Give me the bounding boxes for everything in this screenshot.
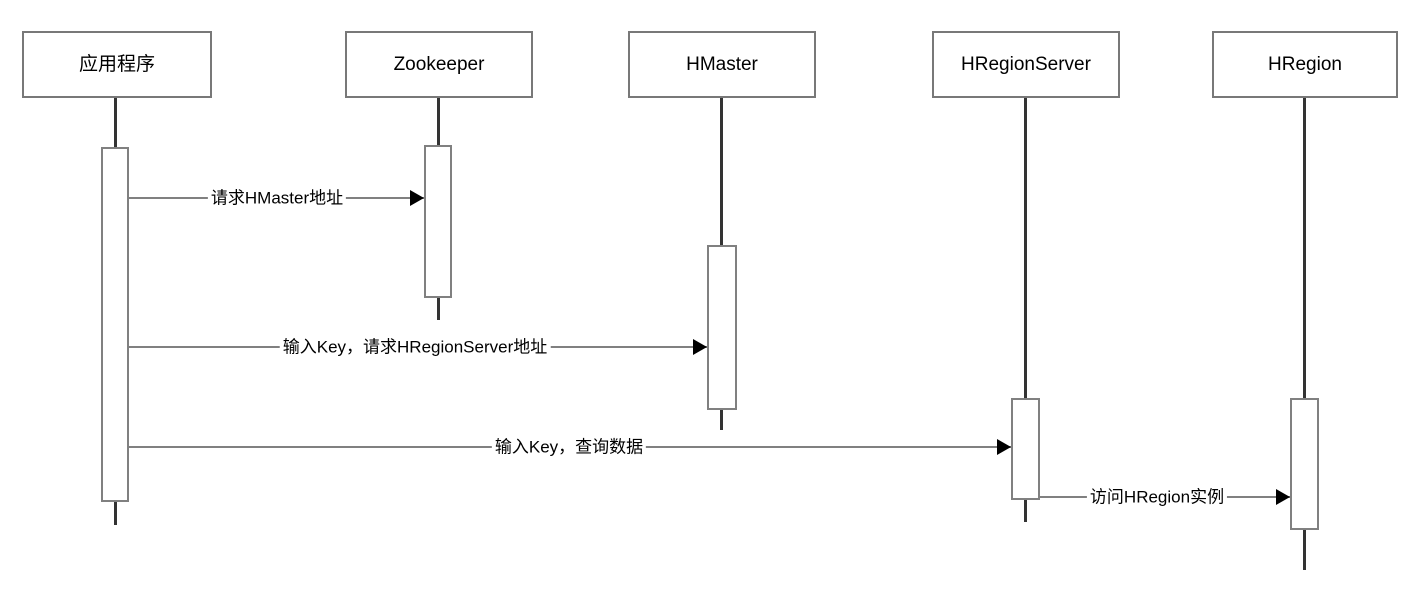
lifeline-hregionserver <box>1024 98 1027 522</box>
arrow-head-icon-3 <box>997 439 1011 455</box>
participant-box-zookeeper[interactable]: Zookeeper <box>345 31 533 98</box>
arrow-head-icon-1 <box>410 190 424 206</box>
participant-label-hregionserver: HRegionServer <box>961 54 1091 75</box>
activation-bar-hregionserver <box>1011 398 1040 500</box>
activation-bar-app <box>101 147 129 502</box>
activation-bar-zookeeper <box>424 145 452 298</box>
participant-label-zookeeper: Zookeeper <box>393 54 485 75</box>
participant-label-app: 应用程序 <box>78 54 155 75</box>
message-label-1: 请求HMaster地址 <box>207 189 347 207</box>
message-label-4: 访问HRegion实例 <box>1086 488 1228 506</box>
message-label-2: 输入Key，请求HRegionServer地址 <box>279 338 551 356</box>
message-label-3: 输入Key，查询数据 <box>491 438 647 456</box>
participant-label-hregion: HRegion <box>1268 54 1342 75</box>
participant-box-app[interactable]: 应用程序 <box>22 31 212 98</box>
arrow-head-icon-2 <box>693 339 707 355</box>
activation-bar-hregion <box>1290 398 1319 530</box>
participant-box-hregion[interactable]: HRegion <box>1212 31 1398 98</box>
lifeline-hregion <box>1303 98 1306 570</box>
participant-label-hmaster: HMaster <box>686 54 758 75</box>
arrow-head-icon-4 <box>1276 489 1290 505</box>
activation-bar-hmaster <box>707 245 737 410</box>
participant-box-hmaster[interactable]: HMaster <box>628 31 816 98</box>
participant-box-hregionserver[interactable]: HRegionServer <box>932 31 1120 98</box>
